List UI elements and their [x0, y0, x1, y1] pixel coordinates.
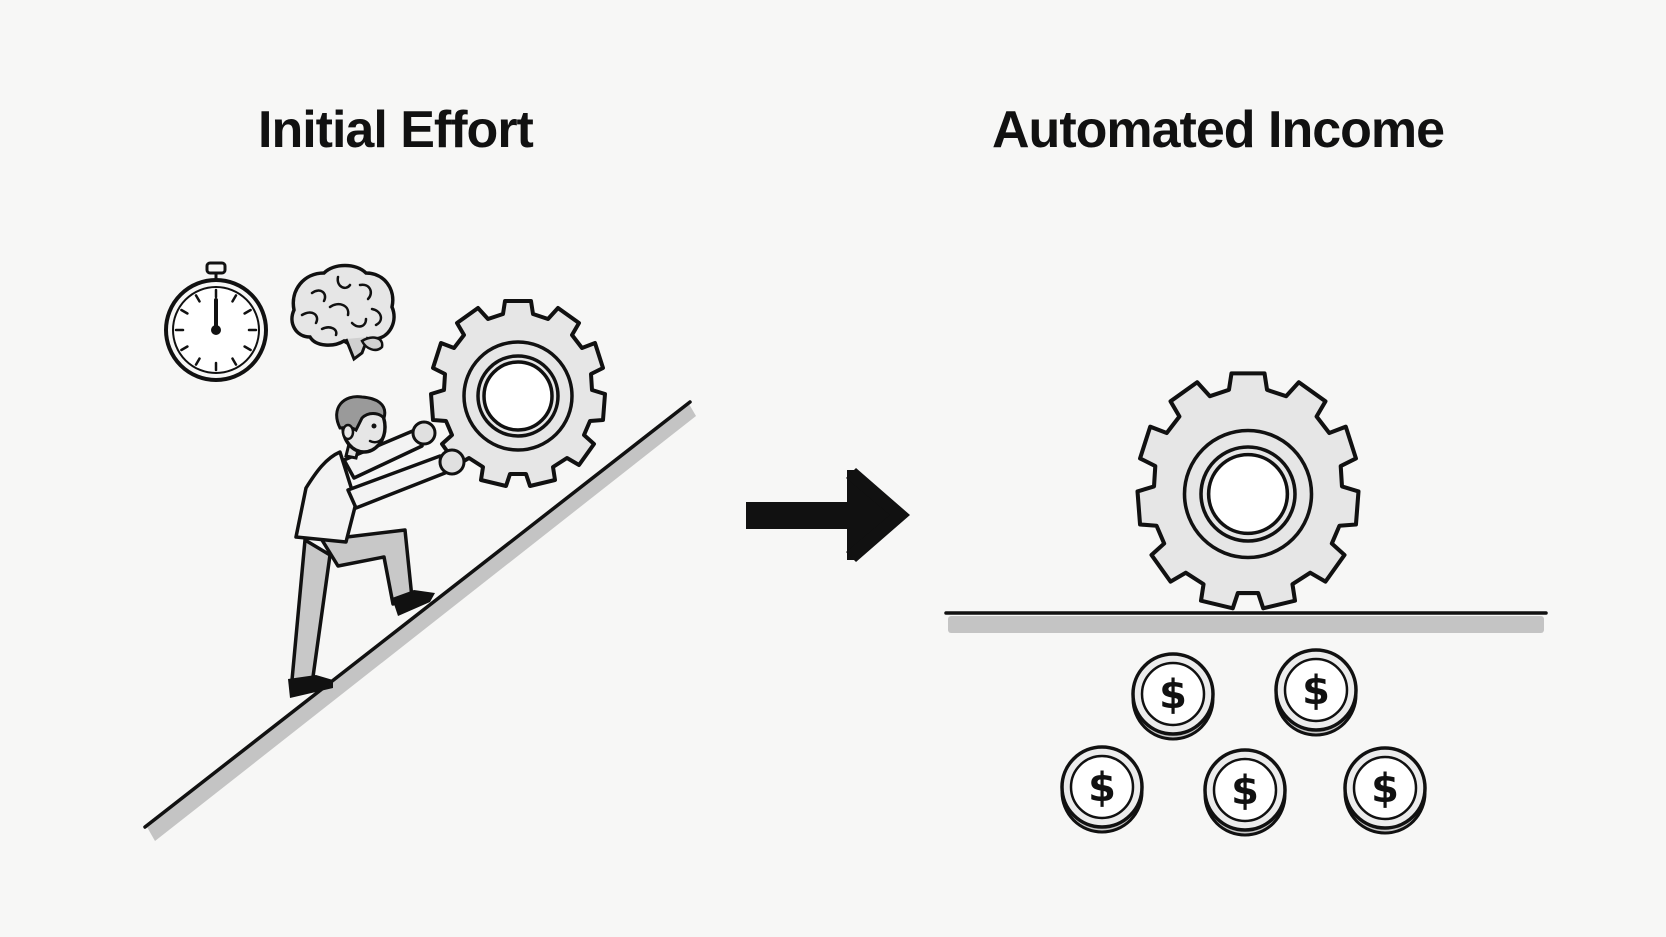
initial-effort-title: Initial Effort: [258, 101, 534, 159]
coin-icon: $: [1131, 652, 1215, 741]
coin-icon: $: [1343, 746, 1427, 835]
coin-symbol: $: [1159, 672, 1187, 718]
ramp: [143, 400, 696, 841]
coin-symbol: $: [1371, 766, 1399, 812]
platform: [944, 611, 1548, 633]
coin-icon: $: [1274, 648, 1358, 737]
coin-symbol: $: [1088, 765, 1116, 811]
gear-icon: [1138, 373, 1359, 608]
stopwatch-icon: [164, 261, 268, 382]
person-icon: [288, 395, 466, 698]
coin-icon: $: [1203, 748, 1287, 837]
gear-icon: [429, 299, 607, 488]
coin-icon: $: [1060, 745, 1144, 834]
coin-symbol: $: [1231, 768, 1259, 814]
arrow-right-icon: [746, 468, 910, 562]
automated-income-title: Automated Income: [992, 101, 1445, 159]
coin-symbol: $: [1302, 668, 1330, 714]
brain-icon: [290, 263, 396, 362]
